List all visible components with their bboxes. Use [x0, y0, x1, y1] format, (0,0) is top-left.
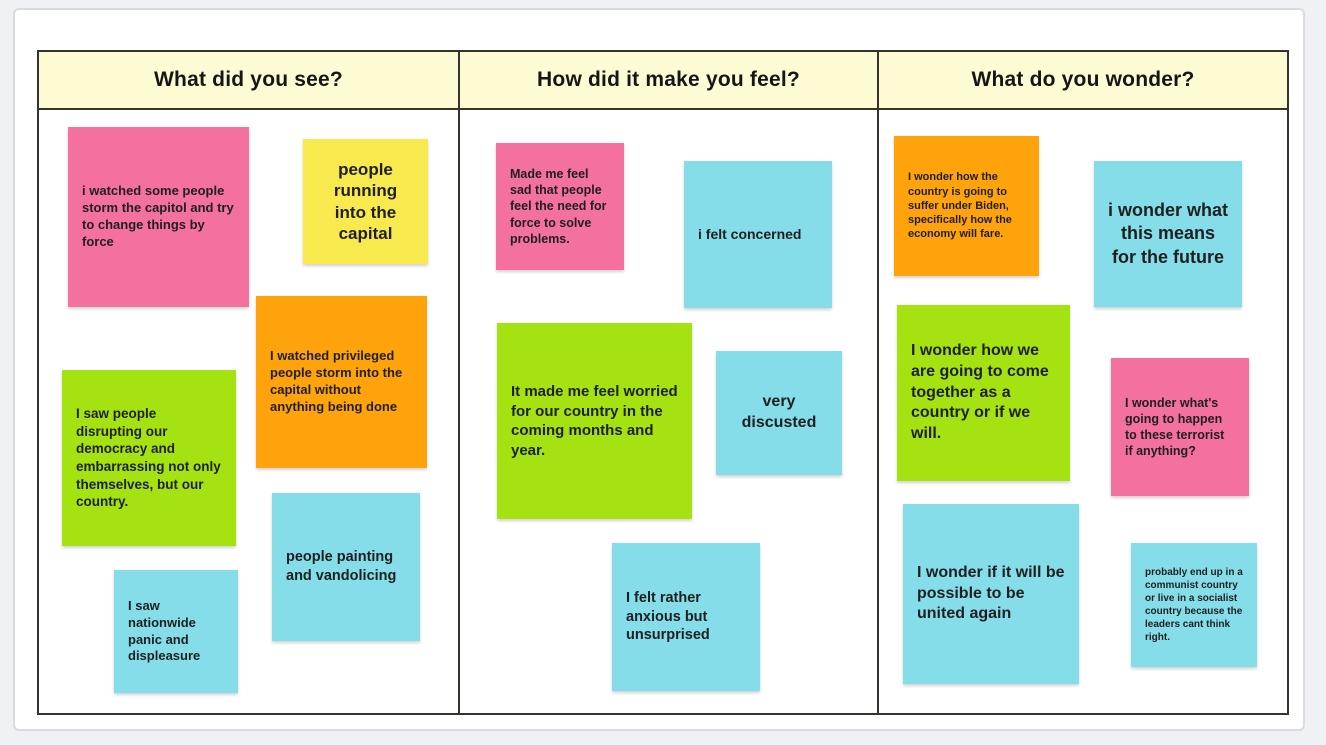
sticky-note-text: I felt rather anxious but unsurprised [626, 589, 710, 644]
sticky-note-text: probably end up in a communist country o… [1145, 567, 1243, 643]
sticky-note[interactable]: I wonder how we are going to come togeth… [897, 305, 1070, 481]
sticky-note[interactable]: people painting and vandolicing [272, 493, 420, 641]
sticky-note[interactable]: Made me feel sad that people feel the ne… [496, 143, 624, 270]
column-header-see: What did you see? [39, 52, 458, 110]
sticky-note[interactable]: probably end up in a communist country o… [1131, 543, 1257, 667]
sticky-note-text: i watched some people storm the capitol … [82, 183, 234, 249]
sticky-note[interactable]: I felt rather anxious but unsurprised [612, 543, 760, 691]
sticky-note[interactable]: very discusted [716, 351, 842, 475]
sticky-note-text: people running into the capital [333, 160, 398, 243]
column-how-did-it-make-you-feel: How did it make you feel? [458, 52, 877, 713]
sticky-note[interactable]: I wonder if it will be possible to be un… [903, 504, 1079, 684]
sticky-note[interactable]: I saw nationwide panic and displeasure [114, 570, 238, 693]
sticky-note[interactable]: i felt concerned [684, 161, 832, 308]
sticky-note-text: I wonder how we are going to come togeth… [911, 342, 1049, 443]
sticky-note-text: I wonder how the country is going to suf… [908, 171, 1012, 241]
sticky-note-text: i wonder what this means for the future [1108, 199, 1229, 267]
column-what-did-you-see: What did you see? [39, 52, 458, 713]
sticky-note-text: I wonder what's going to happen to these… [1125, 395, 1225, 459]
sticky-note-text: I saw nationwide panic and displeasure [128, 597, 201, 664]
sticky-note[interactable]: I wonder how the country is going to suf… [894, 136, 1039, 276]
sticky-note-text: i felt concerned [698, 226, 802, 243]
column-header-wonder: What do you wonder? [879, 52, 1287, 110]
sticky-note-text: very discusted [741, 393, 817, 431]
sticky-note-text: I watched privileged people storm into t… [270, 348, 403, 414]
sticky-note[interactable]: i wonder what this means for the future [1094, 161, 1242, 307]
sticky-note-text: Made me feel sad that people feel the ne… [510, 166, 607, 246]
sticky-note-text: It made me feel worried for our country … [511, 383, 678, 459]
sticky-note[interactable]: i watched some people storm the capitol … [68, 127, 249, 307]
column-header-feel: How did it make you feel? [460, 52, 877, 110]
sticky-note[interactable]: I wonder what's going to happen to these… [1111, 358, 1249, 496]
sticky-note-text: I wonder if it will be possible to be un… [917, 563, 1065, 623]
sticky-note-text: people painting and vandolicing [286, 549, 397, 584]
sticky-note[interactable]: I saw people disrupting our democracy an… [62, 370, 236, 546]
sticky-note[interactable]: It made me feel worried for our country … [497, 323, 692, 519]
sticky-note-text: I saw people disrupting our democracy an… [76, 406, 221, 510]
sticky-note[interactable]: people running into the capital [303, 139, 428, 264]
sticky-note[interactable]: I watched privileged people storm into t… [256, 296, 427, 468]
column-what-do-you-wonder: What do you wonder? [877, 52, 1287, 713]
